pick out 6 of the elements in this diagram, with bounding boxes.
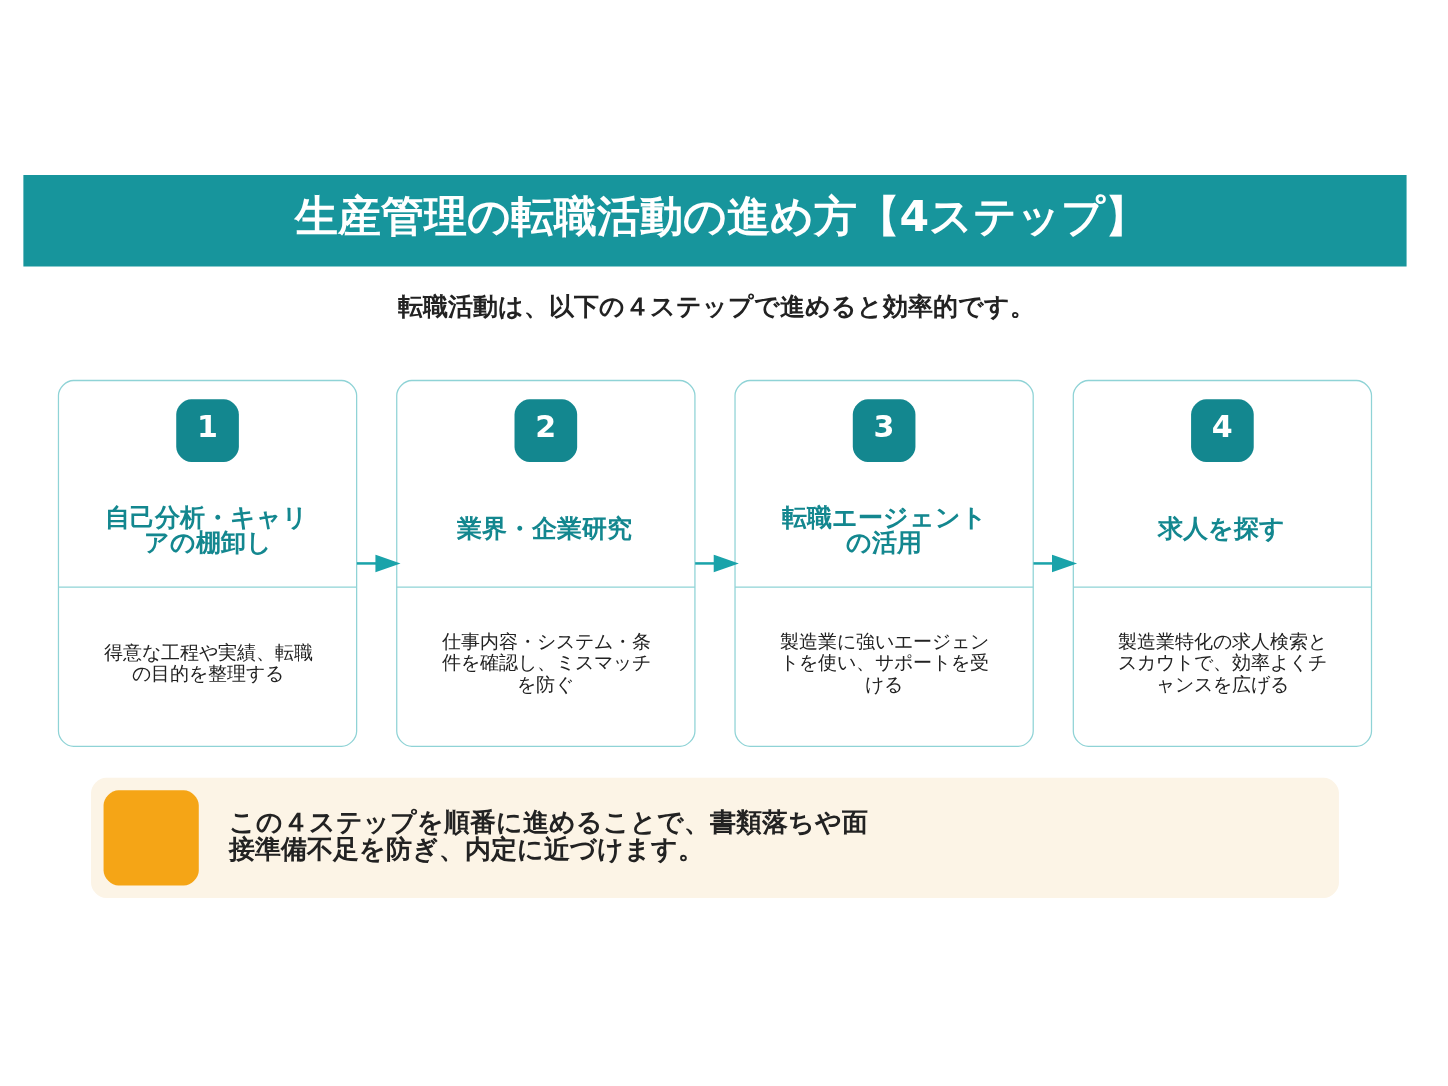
arrow: [695, 554, 739, 573]
diagram-title: 生産管理の転職活動の進め方【4ステップ】: [294, 191, 1149, 242]
node-box: この４ステップを順番に進めることで、書類落ちや面接準備不足を防ぎ、内定に近づけます。: [91, 777, 1339, 898]
arrow: [1033, 554, 1078, 573]
arrow: [356, 554, 401, 573]
label: 転職活動は、以下の４ステップで進めると効率的です。: [398, 292, 1035, 322]
